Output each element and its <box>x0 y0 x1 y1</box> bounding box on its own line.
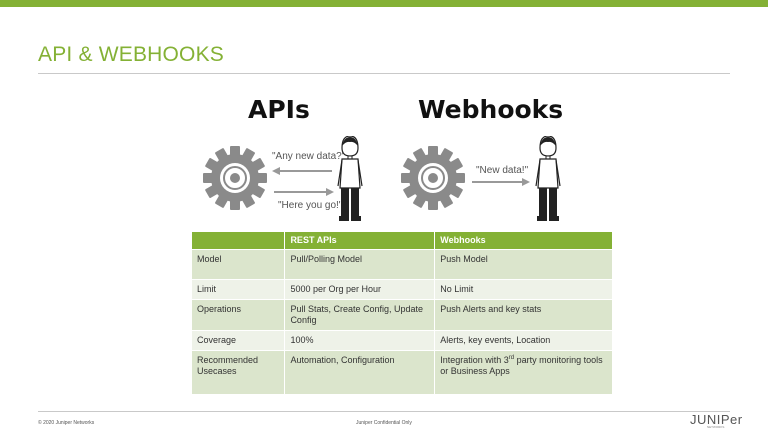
arrow-left-icon <box>272 167 332 175</box>
row-label: Model <box>192 248 286 279</box>
webhooks-push-quote: "New data!" <box>476 165 529 176</box>
table-header-cell: REST APIs <box>284 232 436 249</box>
apis-request-quote: "Any new data?" <box>272 151 346 162</box>
arrow-right-icon <box>472 178 530 186</box>
webhooks-cell: Integration with 3rd party monitoring to… <box>434 349 613 394</box>
juniper-logo-sub: NETWORKS <box>707 425 725 429</box>
table-header-cell: Webhooks <box>434 232 613 249</box>
slide-title: API & WEBHOOKS <box>38 43 225 66</box>
person-icon <box>535 136 561 221</box>
gear-icon <box>203 146 267 210</box>
webhooks-cell-text: party monitoring tools or Business Apps <box>440 354 603 376</box>
gear-icon <box>401 146 465 210</box>
row-label: Operations <box>192 298 286 330</box>
webhooks-cell-text: Integration with 3 <box>440 354 509 365</box>
table-row: Limit 5000 per Org per Hour No Limit <box>192 278 613 299</box>
webhooks-cell: Alerts, key events, Location <box>434 329 613 350</box>
arrow-right-icon <box>274 188 334 196</box>
table-row: Coverage 100% Alerts, key events, Locati… <box>192 329 613 350</box>
juniper-logo: JUNIPer <box>690 412 743 427</box>
webhooks-heading: Webhooks <box>418 95 564 124</box>
table-header-cell <box>192 232 286 249</box>
comparison-table: REST APIs Webhooks Model Pull/Polling Mo… <box>192 232 613 394</box>
footer-classification: Juniper Confidential Only <box>356 420 412 426</box>
apis-response-quote: "Here you go!" <box>278 200 343 211</box>
table-row: Operations Pull Stats, Create Config, Up… <box>192 298 613 330</box>
row-label: Limit <box>192 278 286 299</box>
rest-cell: Pull Stats, Create Config, Update Config <box>284 298 436 330</box>
table-header-row: REST APIs Webhooks <box>192 232 613 249</box>
webhooks-cell: Push Model <box>434 248 613 279</box>
table-row: Model Pull/Polling Model Push Model <box>192 248 613 279</box>
rest-cell: Automation, Configuration <box>284 349 436 394</box>
footer-divider <box>38 411 730 412</box>
rest-cell: 5000 per Org per Hour <box>284 278 436 299</box>
webhooks-cell: Push Alerts and key stats <box>434 298 613 330</box>
rest-cell: Pull/Polling Model <box>284 248 436 279</box>
rest-cell: 100% <box>284 329 436 350</box>
table-row: Recommended Usecases Automation, Configu… <box>192 349 613 394</box>
row-label: Recommended Usecases <box>192 349 286 394</box>
person-icon <box>337 136 363 221</box>
apis-heading: APIs <box>248 95 310 124</box>
title-divider <box>38 73 730 74</box>
footer-copyright: © 2020 Juniper Networks <box>38 420 95 426</box>
row-label: Coverage <box>192 329 286 350</box>
top-accent-bar <box>0 0 768 7</box>
superscript: rd <box>508 354 515 361</box>
webhooks-cell: No Limit <box>434 278 613 299</box>
